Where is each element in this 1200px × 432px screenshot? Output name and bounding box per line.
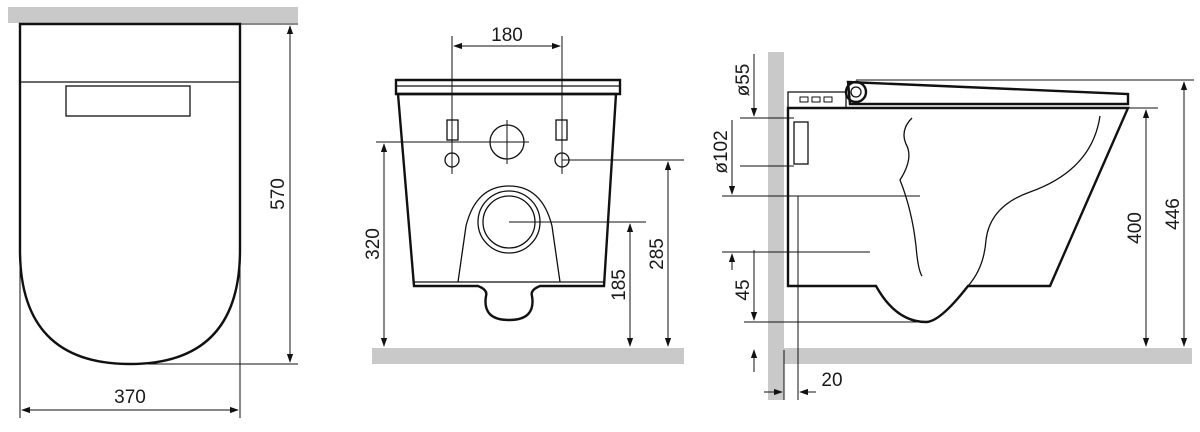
side-view-trap <box>899 117 923 277</box>
side-view-446-label: 446 <box>1163 198 1184 230</box>
front-view-320-label: 320 <box>363 228 384 260</box>
side-view-control-panel <box>787 91 847 109</box>
top-view-outline <box>18 22 242 366</box>
front-view-bowl <box>396 92 618 322</box>
side-view-button-3 <box>823 96 833 103</box>
top-view-width-label: 370 <box>114 387 146 408</box>
side-view-bowl <box>786 106 1130 324</box>
side-view-floor <box>784 348 1192 364</box>
side-view-45-label: 45 <box>733 279 754 300</box>
side-view-d102-label: ø102 <box>711 130 732 173</box>
side-view-inner-contour <box>967 115 1101 287</box>
top-view-length-label: 570 <box>268 178 289 210</box>
side-view-button-2 <box>811 96 821 103</box>
side-view-400-label: 400 <box>1125 212 1146 244</box>
side-view-d55-label: ø55 <box>733 64 754 97</box>
side-view-inlet-connector <box>793 121 809 165</box>
front-view-spacing-label: 180 <box>491 25 523 46</box>
front-view-floor <box>372 348 684 364</box>
front-view: 180 320 285 185 <box>363 25 684 364</box>
top-view: 570 370 <box>8 7 298 418</box>
top-view-flush-panel <box>65 85 191 117</box>
front-view-seat-lid <box>394 78 622 96</box>
side-view-wall <box>768 52 784 400</box>
side-view-20-label: 20 <box>821 370 842 391</box>
side-view-hinge-inner <box>850 86 862 98</box>
top-view-wall <box>8 7 298 23</box>
front-view-285-label: 285 <box>647 238 668 270</box>
side-view: ø55 ø102 45 400 446 20 <box>711 52 1194 400</box>
front-view-185-label: 185 <box>609 269 630 301</box>
side-view-seat <box>846 80 1130 106</box>
front-view-outlet-arch <box>457 185 561 283</box>
side-view-button-1 <box>799 96 809 103</box>
